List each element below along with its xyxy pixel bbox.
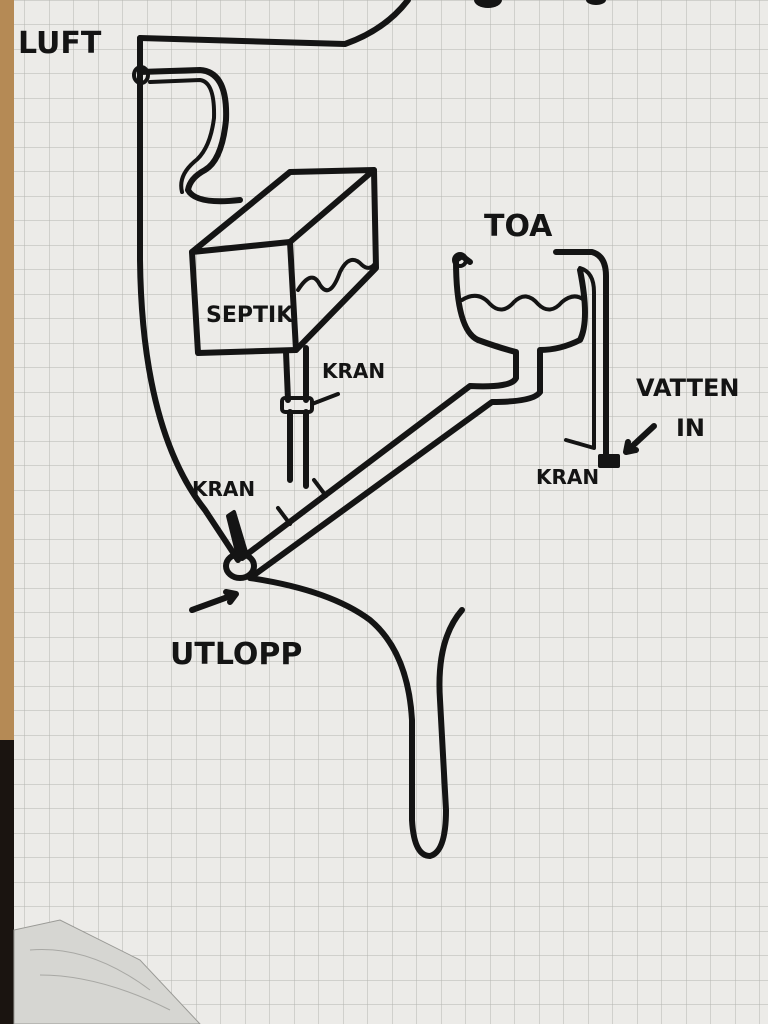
pipe-joint (132, 65, 150, 85)
label-kran-water: KRAN (536, 465, 599, 489)
air-pipe (137, 0, 411, 47)
water-inlet-pipe-inner (564, 266, 596, 450)
ink-blob (586, 0, 606, 5)
label-vatten: VATTEN (636, 374, 739, 402)
septik-tank-side (293, 167, 379, 353)
septik-drain-pipe-lower (287, 409, 309, 489)
grid-lines (14, 0, 768, 1024)
kran-water-valve (598, 454, 620, 468)
label-toa: TOA (484, 209, 553, 244)
label-vatten-in: IN (676, 414, 705, 442)
ink-blob (474, 0, 502, 8)
septik-vent-pipe (137, 67, 243, 205)
main-riser-pipe (137, 35, 241, 563)
toa-rim-joint (452, 252, 468, 268)
septik-water-line (296, 257, 378, 293)
outlet-hose (247, 575, 465, 859)
toa-drain-pipe-lower (247, 389, 543, 581)
kran-septik-handle (310, 392, 340, 406)
drain-joint-mark (276, 478, 328, 526)
water-inlet-pipe (553, 249, 609, 463)
septik-drain-pipe (283, 345, 309, 403)
vatten-in-arrow (623, 423, 657, 455)
label-kran-outlet: KRAN (192, 477, 255, 501)
label-septik: SEPTIK (206, 303, 294, 328)
utlopp-arrow (189, 589, 239, 613)
label-utlopp: UTLOPP (170, 637, 302, 672)
septik-vent-pipe-inner (148, 78, 217, 194)
label-luft: LUFT (18, 26, 102, 61)
label-kran-septik: KRAN (322, 359, 385, 383)
toa-drain-pipe (239, 375, 519, 561)
folded-corner-crease (29, 949, 171, 1011)
septik-tank-top (189, 167, 377, 255)
folded-corner (13, 919, 201, 1024)
toa-water-line (460, 293, 586, 312)
outlet-junction (223, 551, 257, 581)
